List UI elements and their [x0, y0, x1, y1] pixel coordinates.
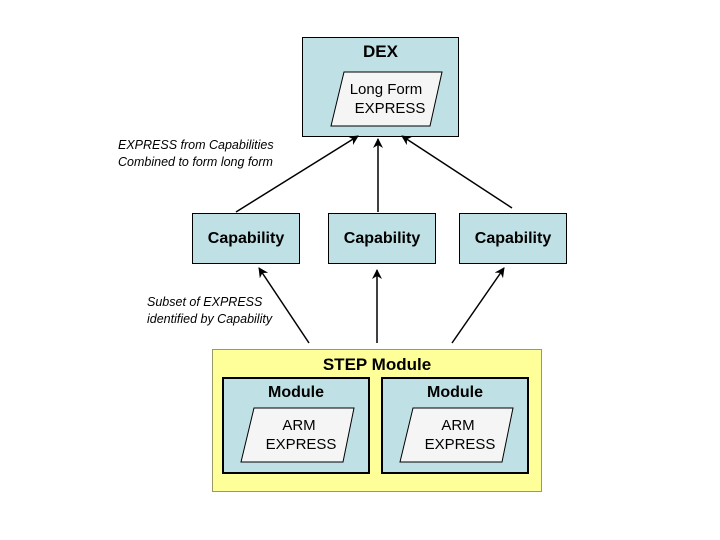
arrow-step-to-cap3: [451, 267, 505, 344]
capability-label-1: Capability: [207, 230, 285, 247]
capability-label-3: Capability: [474, 230, 552, 247]
arm-express-1-line1: ARM: [282, 417, 316, 434]
arm-express-2-line1: ARM: [441, 417, 475, 434]
annotation-subset-line2: identified by Capability: [147, 312, 273, 326]
step-module-title: STEP Module: [322, 355, 432, 374]
capability-box-2: [328, 213, 436, 264]
module-title-1: Module: [268, 384, 324, 401]
long-form-express-line1-top: Long Form: [349, 81, 423, 98]
module-title-2: Module: [427, 384, 483, 401]
capability-box-1: [192, 213, 300, 264]
arrow-step-to-cap1: [258, 267, 310, 344]
dex-title: DEX: [363, 42, 398, 61]
arrow-cap3-to-dex: [401, 135, 513, 209]
annotation-long-form-line2: Combined to form long form: [118, 155, 273, 169]
annotation-long-form-line1: EXPRESS from Capabilities: [118, 138, 274, 152]
capability-label-2: Capability: [343, 230, 421, 247]
arm-express-1-line2: EXPRESS: [265, 436, 337, 453]
annotation-subset-line1: Subset of EXPRESS: [147, 295, 263, 309]
long-form-express-line2-top: EXPRESS: [354, 100, 426, 117]
arm-express-2-line2: EXPRESS: [424, 436, 496, 453]
capability-box-3: [459, 213, 567, 264]
